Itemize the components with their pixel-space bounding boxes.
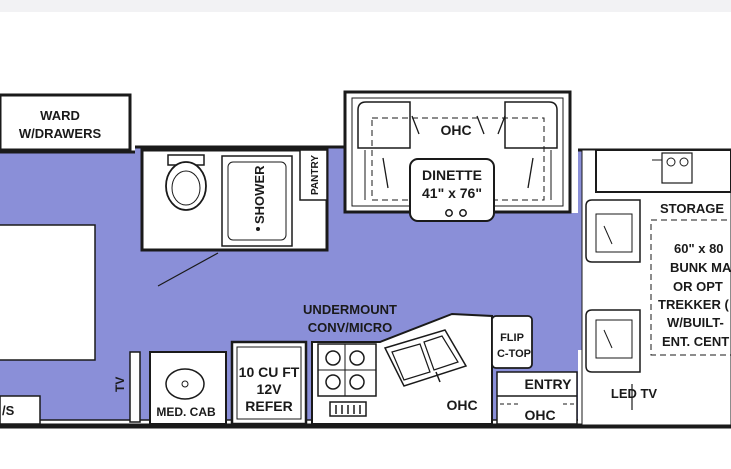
wardrobe: WARD W/DRAWERS: [0, 93, 132, 152]
shower-drain-icon: [256, 227, 260, 231]
bunk-outline: [650, 219, 731, 356]
range-cooktop-icon: [317, 343, 377, 397]
tv-label: TV: [113, 377, 127, 392]
shower: SHOWER: [221, 155, 293, 247]
pantry: PANTRY: [299, 149, 328, 201]
toilet-icon: [165, 154, 207, 211]
dinette-label-line2: 41" x 76": [422, 185, 482, 201]
bunk-label-line3: OR OPT: [673, 279, 723, 294]
wardrobe-label-line2: W/DRAWERS: [19, 126, 102, 141]
refer-label-line3: REFER: [245, 398, 292, 414]
flip-label-line1: FLIP: [500, 332, 524, 344]
cab-area: STORAGE 60" x 80 BUNK MA OR OPT TREKKER …: [581, 149, 731, 426]
lavatory: MED. CAB: [149, 351, 227, 425]
bathroom-door-swing: [157, 252, 219, 287]
bunk-label-line6: ENT. CENT: [662, 334, 729, 349]
entry: ENTRY OHC: [496, 371, 578, 425]
med-cab-label: MED. CAB: [156, 405, 216, 419]
bunk-label-line5: W/BUILT-: [667, 315, 724, 330]
tv-mount: TV: [113, 351, 141, 423]
bunk-label-line4: TREKKER (: [658, 297, 729, 312]
dinette-table: [409, 158, 495, 222]
ws-cabinet: [0, 395, 41, 425]
ohc-arrows-icon: [382, 115, 534, 189]
wardrobe-label-line1: WARD: [40, 108, 80, 123]
undermount-label-line1: UNDERMOUNT: [303, 302, 397, 317]
dinette-ohc-label: OHC: [440, 122, 471, 138]
dinette-slideout: OHC DINETTE 41" x 76": [343, 90, 572, 222]
table-leg-icon: [445, 209, 453, 217]
oven-vent-icon: [329, 401, 367, 417]
bunk-label-line1: 60" x 80: [674, 241, 724, 256]
entry-label: ENTRY: [525, 376, 573, 392]
double-sink-icon: [383, 329, 468, 387]
bathroom: SHOWER PANTRY: [140, 148, 329, 287]
entry-ohc-label: OHC: [524, 407, 555, 423]
led-tv-label: LED TV: [611, 386, 658, 401]
undermount-label-line2: CONV/MICRO: [308, 320, 393, 335]
passenger-seat-icon: [585, 309, 641, 373]
refrigerator: 10 CU FT 12V REFER: [230, 340, 308, 426]
shower-label: SHOWER: [252, 165, 267, 224]
flip-label-line2: C-TOP: [497, 348, 531, 360]
dinette-label-line1: DINETTE: [422, 167, 482, 183]
refer-label-line2: 12V: [257, 381, 283, 397]
galley: UNDERMOUNT CONV/MICRO O: [303, 302, 493, 425]
driver-seat-icon: [585, 199, 641, 263]
ws-label: /S: [2, 403, 15, 418]
galley-ohc-label: OHC: [446, 397, 477, 413]
storage-label: STORAGE: [660, 201, 724, 216]
bunk-label-line2: BUNK MA: [670, 260, 731, 275]
bed: [0, 224, 96, 361]
top-strip: [0, 0, 731, 12]
table-leg-icon: [459, 209, 467, 217]
refer-label-line1: 10 CU FT: [239, 364, 300, 380]
pantry-label: PANTRY: [310, 155, 321, 195]
drain-icon: [181, 380, 189, 388]
flip-countertop: FLIP C-TOP: [491, 315, 533, 369]
cooktop-icon: [661, 152, 693, 184]
